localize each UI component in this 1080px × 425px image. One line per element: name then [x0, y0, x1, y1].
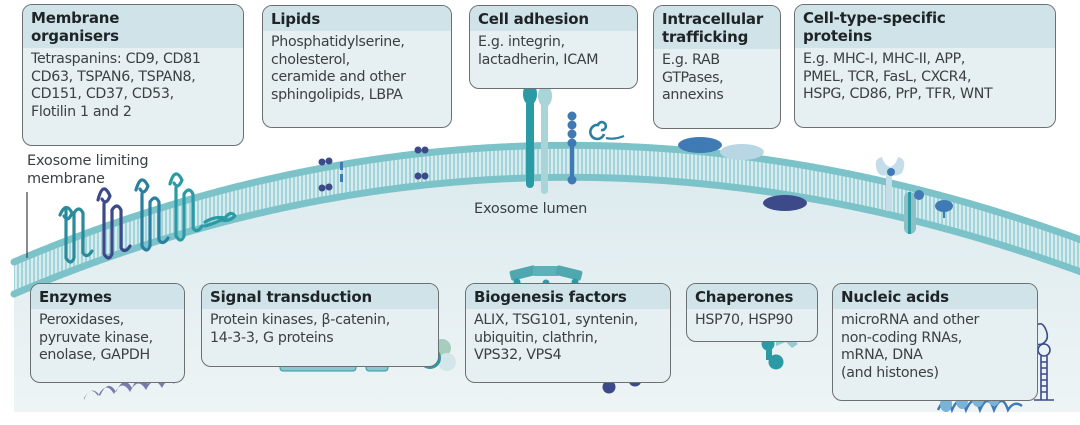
box-title: Membrane organisers: [23, 5, 243, 48]
box-enzymes: Enzymes Peroxidases, pyruvate kinase, en…: [30, 283, 185, 383]
box-title: Enzymes: [31, 284, 184, 309]
limiting-membrane-label: Exosome limiting membrane: [27, 153, 149, 187]
lipid-raft-markers: [318, 146, 429, 192]
box-body: E.g. integrin, lactadherin, ICAM: [478, 34, 599, 68]
box-title: Signal transduction: [202, 284, 438, 309]
box-title: Cell-type-specific proteins: [795, 5, 1055, 48]
box-cell-adhesion: Cell adhesion E.g. integrin, lactadherin…: [469, 5, 638, 89]
cell-type-specific-receptors: [875, 157, 953, 234]
box-body: E.g. MHC-I, MHC-II, APP, PMEL, TCR, FasL…: [803, 51, 993, 103]
exosome-lumen-label: Exosome lumen: [474, 201, 588, 217]
box-body: Peroxidases, pyruvate kinase, enolase, G…: [39, 312, 153, 364]
box-body: E.g. RAB GTPases, annexins: [662, 52, 724, 104]
box-body: Protein kinases, β-catenin, 14-3-3, G pr…: [210, 312, 390, 346]
box-title: Cell adhesion: [470, 6, 637, 31]
integrin-proteins: [523, 83, 625, 194]
box-signal-transduction: Signal transduction Protein kinases, β-c…: [201, 283, 439, 367]
box-biogenesis-factors: Biogenesis factors ALIX, TSG101, synteni…: [465, 283, 671, 383]
box-intracellular-trafficking: Intracellular trafficking E.g. RAB GTPas…: [653, 5, 781, 129]
annexin-proteins: [678, 137, 807, 211]
box-title: Biogenesis factors: [466, 284, 670, 309]
box-nucleic-acids: Nucleic acids microRNA and other non-cod…: [832, 283, 1038, 401]
box-body: Phosphatidylserine, cholesterol, ceramid…: [271, 34, 406, 103]
box-body: Tetraspanins: CD9, CD81 CD63, TSPAN6, TS…: [31, 51, 201, 120]
box-chaperones: Chaperones HSP70, HSP90: [686, 283, 818, 342]
box-title: Intracellular trafficking: [654, 6, 780, 49]
box-body: ALIX, TSG101, syntenin, ubiquitin, clath…: [474, 312, 638, 364]
box-cell-type-specific-proteins: Cell-type-specific proteins E.g. MHC-I, …: [794, 4, 1056, 128]
box-title: Lipids: [263, 6, 451, 31]
box-lipids: Lipids Phosphatidylserine, cholesterol, …: [262, 5, 452, 128]
tetraspanin-proteins: [58, 172, 237, 264]
box-body: HSP70, HSP90: [695, 312, 793, 328]
box-membrane-organisers: Membrane organisers Tetraspanins: CD9, C…: [22, 4, 244, 146]
box-body: microRNA and other non-coding RNAs, mRNA…: [841, 312, 980, 381]
box-title: Chaperones: [687, 284, 817, 309]
box-title: Nucleic acids: [833, 284, 1037, 309]
